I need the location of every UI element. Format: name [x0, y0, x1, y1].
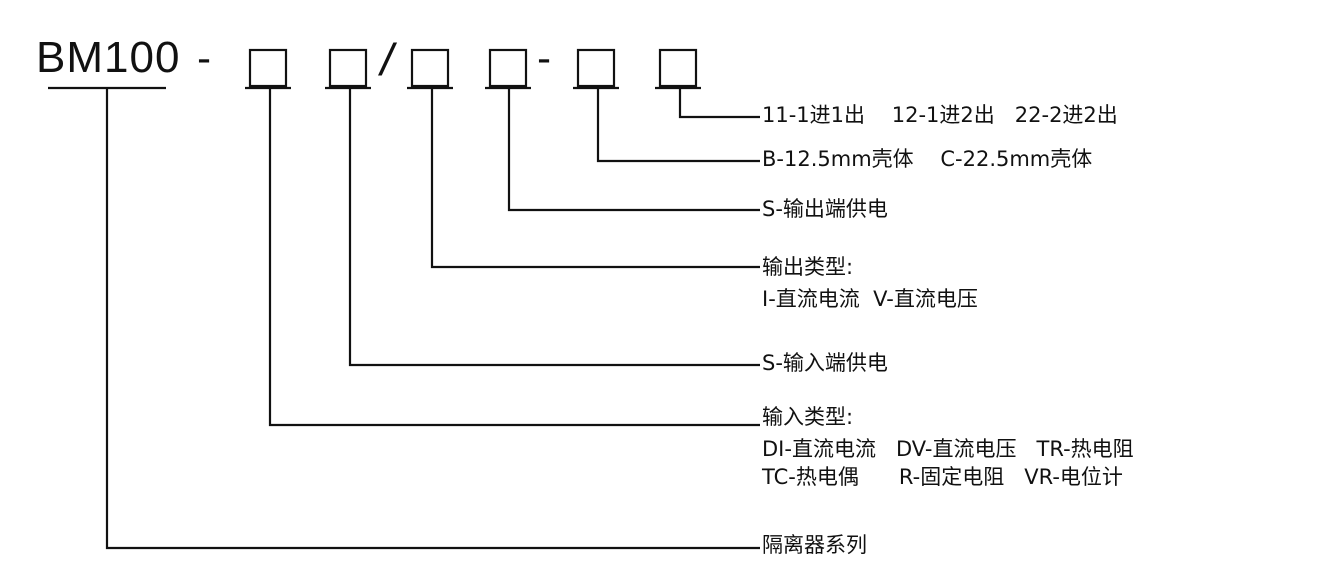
code-box-3: [410, 48, 450, 88]
label-input-supply: S-输入端供电: [762, 351, 888, 375]
separator-slash: /: [376, 36, 401, 82]
code-box-1: [248, 48, 288, 88]
leader-series: [105, 88, 760, 550]
leader-input-type: [268, 88, 760, 427]
label-io-config: 11-1进1出 12-1进2出 22-2进2出: [762, 103, 1118, 127]
leader-io-config: [678, 88, 760, 119]
label-output-type-title: 输出类型:: [762, 255, 854, 279]
separator-dash-2: -: [532, 36, 557, 82]
label-series: 隔离器系列: [762, 533, 867, 557]
label-housing: B-12.5mm壳体 C-22.5mm壳体: [762, 147, 1093, 171]
code-box-6: [658, 48, 698, 88]
label-input-type-title: 输入类型:: [762, 405, 854, 429]
code-box-4: [488, 48, 528, 88]
code-box-2: [328, 48, 368, 88]
leader-housing: [596, 88, 760, 163]
code-box-5: [576, 48, 616, 88]
model-prefix: BM100: [36, 33, 181, 82]
leader-output-supply: [507, 88, 760, 212]
label-input-type-line-2: TC-热电偶 R-固定电阻 VR-电位计: [762, 465, 1123, 489]
label-output-type-options: I-直流电流 V-直流电压: [762, 287, 978, 311]
leader-output-type: [430, 88, 760, 269]
leader-input-supply: [348, 88, 760, 367]
label-output-supply: S-输出端供电: [762, 197, 888, 221]
separator-dash-1: -: [192, 36, 217, 82]
label-input-type-line-1: DI-直流电流 DV-直流电压 TR-热电阻: [762, 437, 1134, 461]
